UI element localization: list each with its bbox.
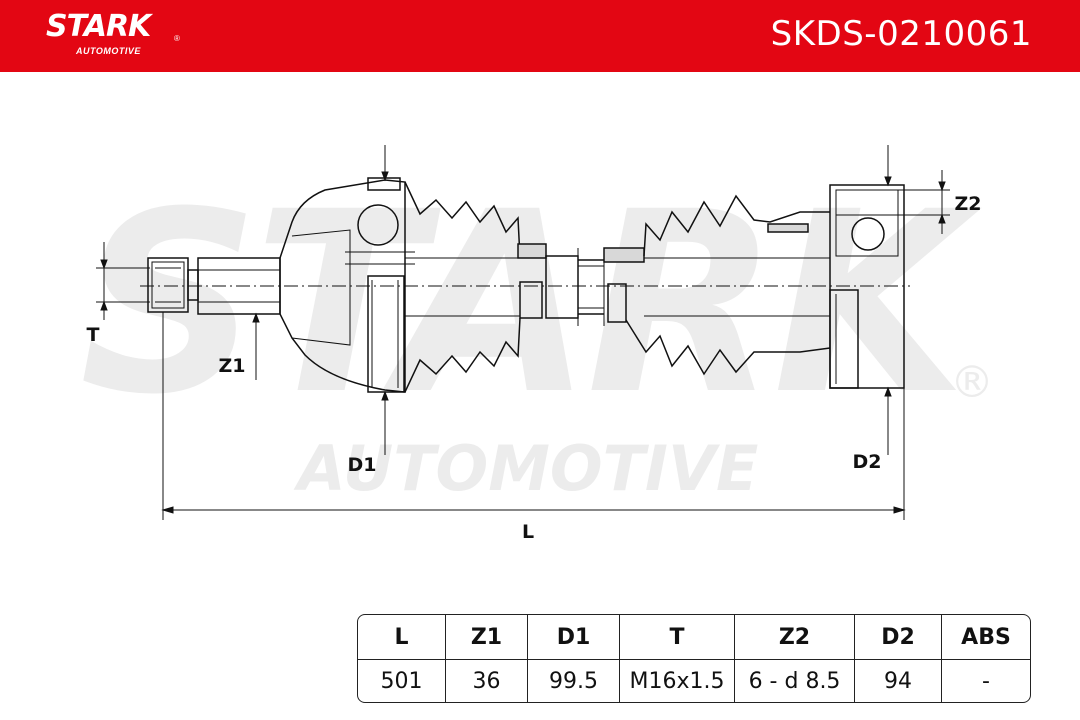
shaft-outline	[147, 177, 905, 393]
label-T: T	[87, 324, 100, 346]
spec-table-value-row: 501 36 99.5 M16x1.5 6 - d 8.5 94 -	[358, 660, 1030, 702]
logo-brand: STARK	[46, 9, 151, 44]
left-boot-bottom	[404, 317, 521, 393]
cv-ball	[357, 204, 399, 246]
label-L: L	[522, 521, 534, 543]
logo-registered-mark: ®	[174, 34, 180, 43]
watermark-registered: ®	[950, 357, 994, 408]
spec-header-Z2: Z2	[734, 615, 854, 660]
label-Z2: Z2	[955, 193, 982, 215]
spec-table-header-row: L Z1 D1 T Z2 D2 ABS	[358, 615, 1030, 660]
dimension-lines	[96, 145, 950, 520]
drive-shaft-diagram: STARK AUTOMOTIVE ®	[80, 145, 994, 543]
stark-logo: STARK ® AUTOMOTIVE	[46, 10, 186, 60]
spec-value-D1: 99.5	[527, 660, 619, 702]
outer-cv-joint	[279, 179, 406, 393]
spec-value-L: 501	[380, 668, 423, 694]
spec-value-T: M16x1.5	[619, 660, 734, 702]
right-boot-bottom	[625, 319, 831, 376]
inner-joint-ball	[851, 217, 885, 251]
spec-header-D1: D1	[527, 615, 619, 660]
watermark-subtitle: AUTOMOTIVE	[293, 432, 759, 505]
header-bar: STARK ® AUTOMOTIVE SKDS-0210061	[0, 0, 1080, 72]
logo-subtitle: AUTOMOTIVE	[76, 46, 141, 56]
label-Z1: Z1	[219, 355, 246, 377]
left-boot-top	[404, 181, 521, 259]
spec-header-ABS: ABS	[941, 615, 1030, 660]
watermark-brand: STARK	[80, 158, 983, 449]
spec-value-Z2: 6 - d 8.5	[734, 660, 854, 702]
spec-value-Z1: 36	[445, 660, 527, 702]
label-D2: D2	[853, 451, 882, 473]
spec-header-L: L	[358, 615, 445, 660]
right-boot-top	[643, 194, 830, 257]
spec-value-ABS: -	[941, 660, 1030, 702]
spec-header-D2: D2	[854, 615, 941, 660]
spec-table: L Z1 D1 T Z2 D2 ABS 501 36 99.5 M16x1.5 …	[357, 614, 1031, 703]
label-D1: D1	[348, 454, 377, 476]
watermark: STARK AUTOMOTIVE ®	[80, 158, 994, 505]
spec-header-Z1: Z1	[445, 615, 527, 660]
spec-header-T: T	[619, 615, 734, 660]
spec-value-D2: 94	[854, 660, 941, 702]
part-number: SKDS-0210061	[770, 14, 1032, 54]
